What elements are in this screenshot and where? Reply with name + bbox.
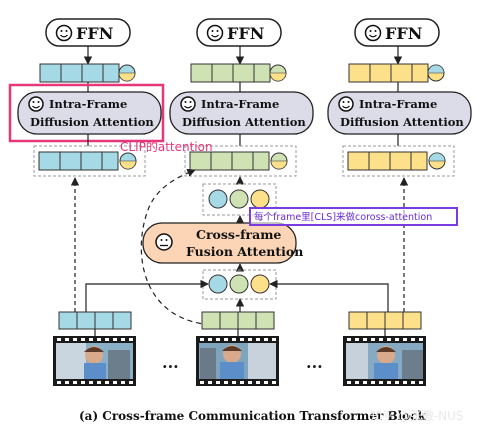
smiley-icon — [206, 24, 224, 42]
cls-arrow-right — [269, 279, 389, 312]
figure-caption: (a) Cross-frame Communication Transforme… — [79, 409, 426, 423]
token-row-top-3 — [348, 63, 445, 83]
token-row-bottom-2 — [201, 311, 275, 330]
column-3: FFN Intra-Frame Diffusion Attention — [327, 18, 472, 386]
highlight-box-pink — [8, 83, 165, 143]
ffn-label-3: FFN — [385, 24, 422, 43]
smiley-icon — [338, 96, 354, 112]
intra-attention-box-2 — [169, 91, 314, 135]
cls-tokens-top — [208, 189, 270, 209]
smiley-icon — [28, 96, 44, 112]
ffn-label-2: FFN — [227, 24, 264, 43]
attention-line2-3: Diffusion Attention — [340, 115, 464, 129]
column-1: FFN Intra-Frame Diffusion Attention — [8, 18, 165, 386]
watermark: 知乎 @张傲-NUS — [370, 408, 464, 423]
token-row-top-1 — [39, 63, 136, 83]
column-2: FFN Intra-Frame Diffusion Attention — [85, 18, 389, 386]
ellipsis-left: ... — [162, 353, 179, 372]
intra-attention-box-3 — [327, 91, 472, 135]
smiley-icon — [180, 96, 196, 112]
neutral-face-icon — [155, 233, 173, 251]
video-frame-image — [343, 336, 426, 386]
clip-attention-note: CLIP的attention — [120, 139, 213, 154]
cls-tokens-group-top — [202, 183, 277, 216]
intra-attention-box-1 — [17, 91, 162, 135]
attention-line1-2: Intra-Frame — [201, 97, 279, 111]
attention-line2-1: Diffusion Attention — [30, 115, 154, 129]
ffn-label-1: FFN — [76, 24, 113, 43]
attention-line2-2: Diffusion Attention — [182, 115, 306, 129]
smiley-icon — [55, 24, 73, 42]
token-row-mid-3 — [347, 151, 446, 171]
fusion-line2: Fusion Attention — [186, 244, 303, 259]
token-row-mid-2 — [189, 151, 288, 171]
attention-line1-1: Intra-Frame — [49, 97, 127, 111]
cls-arrow-left — [85, 279, 209, 312]
ellipsis-right: ... — [306, 353, 323, 372]
smiley-icon — [364, 24, 382, 42]
curved-skip-arrow — [140, 168, 229, 326]
cls-cross-attention-note: 每个frame里[CLS]来做coross-attention — [254, 211, 432, 223]
attention-line1-3: Intra-Frame — [359, 97, 437, 111]
video-frame-image — [196, 336, 279, 386]
fusion-attention-box — [142, 222, 297, 264]
token-row-top-2 — [190, 63, 287, 83]
token-row-bottom-3 — [348, 311, 422, 330]
fusion-line1: Cross-frame — [196, 227, 281, 242]
token-group-mid-1 — [33, 145, 146, 177]
token-group-mid-2 — [184, 145, 297, 177]
highlight-box-purple — [249, 207, 458, 226]
token-row-mid-1 — [38, 151, 137, 171]
token-group-mid-3 — [342, 145, 455, 177]
token-row-bottom-1 — [58, 311, 132, 330]
video-frame-image — [53, 336, 136, 386]
cls-tokens-bottom — [208, 274, 270, 294]
